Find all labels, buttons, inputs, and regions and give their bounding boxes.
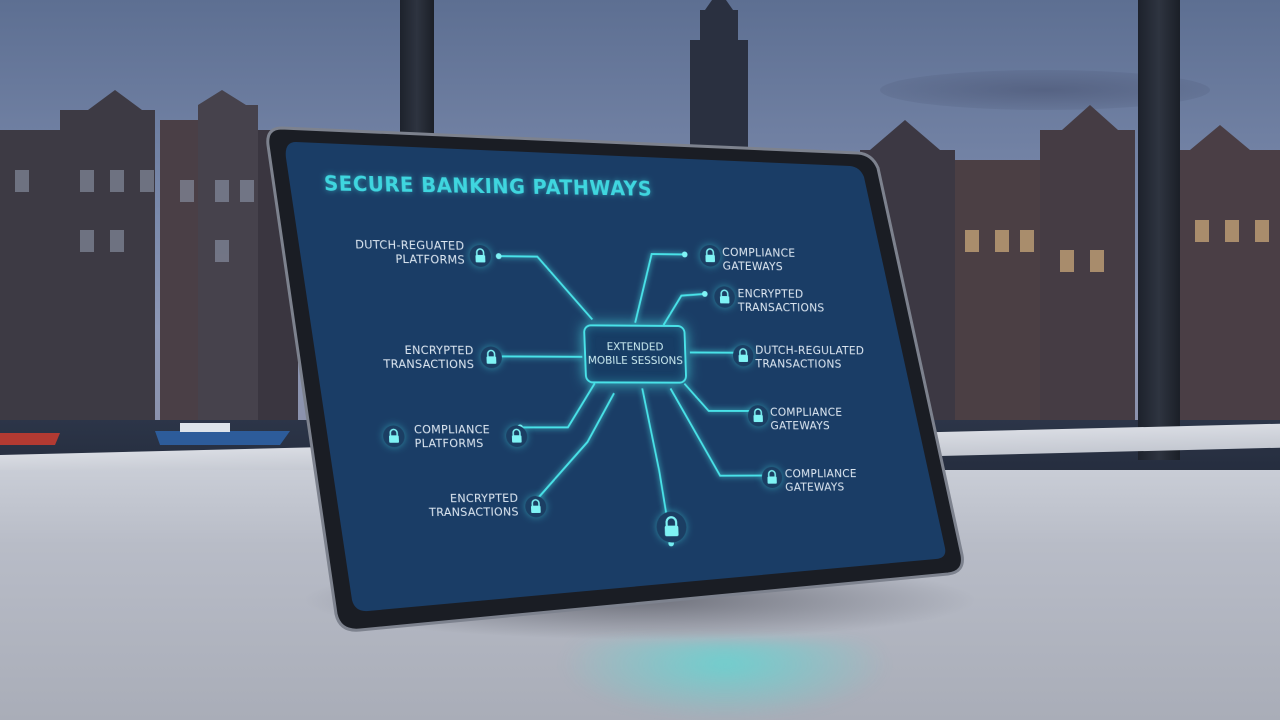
node-label-left-4: ENCRYPTED TRANSACTIONS [428,491,520,520]
padlock-icon[interactable] [524,495,547,518]
node-label-right-3: DUTCH-REGULATED TRANSACTIONS [754,343,865,371]
node-label-left-2: ENCRYPTED TRANSACTIONS [383,342,475,372]
padlock-icon-large[interactable] [656,511,687,543]
window-frame-right [1138,0,1180,460]
node-label-left-3: COMPLIANCE PLATFORMS [413,422,491,451]
screen-reflection [560,640,890,720]
padlock-icon[interactable] [469,244,492,268]
padlock-icon[interactable] [732,344,754,367]
padlock-icon[interactable] [382,425,406,448]
padlock-icon[interactable] [505,425,528,448]
node-label-right-1: COMPLIANCE GATEWAYS [721,245,796,274]
tablet-screen: SECURE BANKING PATHWAYS EXTENDED MOBILE … [292,140,897,581]
padlock-icon[interactable] [699,244,721,267]
padlock-icon[interactable] [747,405,769,427]
node-label-left-1: DUTCH-REGUATED PLATFORMS [354,237,466,267]
padlock-icon[interactable] [761,466,783,489]
central-hub[interactable]: EXTENDED MOBILE SESSIONS [582,324,688,384]
padlock-icon[interactable] [713,286,736,308]
node-label-right-2: ENCRYPTED TRANSACTIONS [737,286,825,315]
node-label-right-4: COMPLIANCE GATEWAYS [769,405,843,433]
padlock-icon[interactable] [480,346,503,369]
boats [0,423,290,445]
node-label-right-5: COMPLIANCE GATEWAYS [784,466,857,494]
